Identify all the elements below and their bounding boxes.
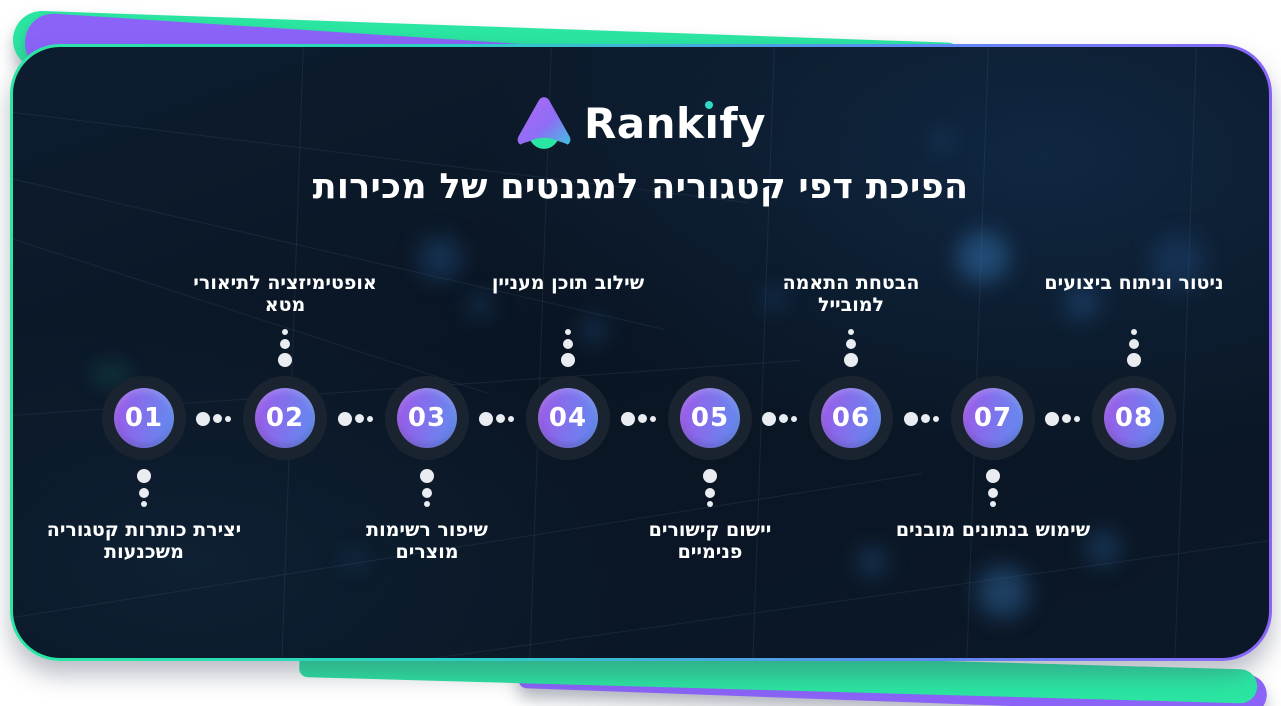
bokeh-blob: [977, 566, 1029, 618]
bokeh-blob: [1150, 234, 1206, 290]
bokeh-blob: [857, 547, 887, 577]
bokeh-blob: [1085, 530, 1121, 566]
dot: [933, 416, 939, 422]
connector-dot: [563, 339, 573, 349]
dot: [921, 414, 930, 423]
dot: [1045, 412, 1059, 426]
step-circle: 06: [809, 376, 893, 460]
dot: [779, 414, 788, 423]
bokeh-blob: [957, 231, 1009, 283]
step-number: 06: [831, 403, 871, 433]
step-number: 05: [690, 403, 730, 433]
main-card: [13, 47, 1269, 658]
step-label: אופטימיזציה לתיאורי מטא: [193, 272, 377, 316]
card-gradient-border: [10, 44, 1272, 661]
step-circle: 03: [385, 376, 469, 460]
step-number: 04: [548, 403, 588, 433]
step-circle: 07: [951, 376, 1035, 460]
connector-dot: [844, 353, 858, 367]
dot: [791, 416, 797, 422]
connector-dot: [988, 488, 998, 498]
bokeh-blob: [1065, 286, 1099, 320]
dot: [904, 412, 918, 426]
dot: [338, 412, 352, 426]
connector-dot: [141, 501, 147, 507]
step-number: 02: [265, 403, 305, 433]
connector-dot: [137, 469, 151, 483]
dot: [196, 412, 210, 426]
dot: [762, 412, 776, 426]
connector-dot: [846, 339, 856, 349]
dot: [1062, 414, 1071, 423]
step-circle: 02: [243, 376, 327, 460]
bokeh-blob: [468, 293, 492, 317]
step-circle: 04: [526, 376, 610, 460]
step-label: שיפור רשימות מוצרים: [366, 519, 488, 563]
step-label: שימוש בנתונים מובנים: [895, 519, 1091, 541]
connector-dot: [561, 353, 575, 367]
step-label: ניטור וניתוח ביצועים: [1044, 272, 1224, 294]
step-label: יצירת כותרות קטגוריה משכנעות: [46, 519, 242, 563]
step-label: שילוב תוכן מעניין: [491, 272, 645, 294]
connector-dot: [707, 501, 713, 507]
step-circle: 08: [1092, 376, 1176, 460]
dot: [479, 412, 493, 426]
connector-dot: [1129, 339, 1139, 349]
connector-dot: [422, 488, 432, 498]
dot: [1074, 416, 1080, 422]
step-label: יישום קישורים פנימיים: [648, 519, 772, 563]
bokeh-blob: [580, 317, 606, 343]
dot: [621, 412, 635, 426]
rankify-logo-icon: [517, 97, 571, 150]
page-title: הפיכת דפי קטגוריה למגנטים של מכירות: [312, 167, 969, 207]
connector-dot: [1131, 329, 1137, 335]
step-label: הבטחת התאמה למובייל: [782, 272, 920, 316]
step-number: 07: [973, 403, 1013, 433]
connector-dot: [703, 469, 717, 483]
bokeh-blob: [932, 130, 952, 150]
connector-dot: [139, 488, 149, 498]
dot: [496, 414, 505, 423]
step-circle: 05: [668, 376, 752, 460]
dot: [225, 416, 231, 422]
dot: [213, 414, 222, 423]
connector-dot: [420, 469, 434, 483]
connector-dot: [280, 339, 290, 349]
connector-dot: [1127, 353, 1141, 367]
brand-name: Rankıfy: [584, 103, 766, 145]
connector-dot: [986, 469, 1000, 483]
connector-dot: [848, 329, 854, 335]
dot: [650, 416, 656, 422]
brand-name-part: Rank: [583, 99, 705, 148]
dot: [508, 416, 514, 422]
brand-name-part: fy: [719, 99, 767, 148]
connector-dot: [705, 488, 715, 498]
connector-dot: [424, 501, 430, 507]
bokeh-blob: [91, 365, 131, 383]
step-number: 01: [124, 403, 164, 433]
step-circle: 01: [102, 376, 186, 460]
connector-dot: [565, 329, 571, 335]
brand-name-i: ı: [704, 99, 720, 148]
bokeh-blob: [418, 236, 462, 280]
brand-logo: Rankıfy: [0, 92, 1281, 156]
step-number: 03: [407, 403, 447, 433]
connector-dot: [282, 329, 288, 335]
dot: [355, 414, 364, 423]
bokeh-blob: [764, 287, 786, 309]
dot: [367, 416, 373, 422]
connector-dot: [990, 501, 996, 507]
connector-dot: [278, 353, 292, 367]
dot: [638, 414, 647, 423]
bokeh-blob: [345, 550, 365, 570]
step-number: 08: [1114, 403, 1154, 433]
